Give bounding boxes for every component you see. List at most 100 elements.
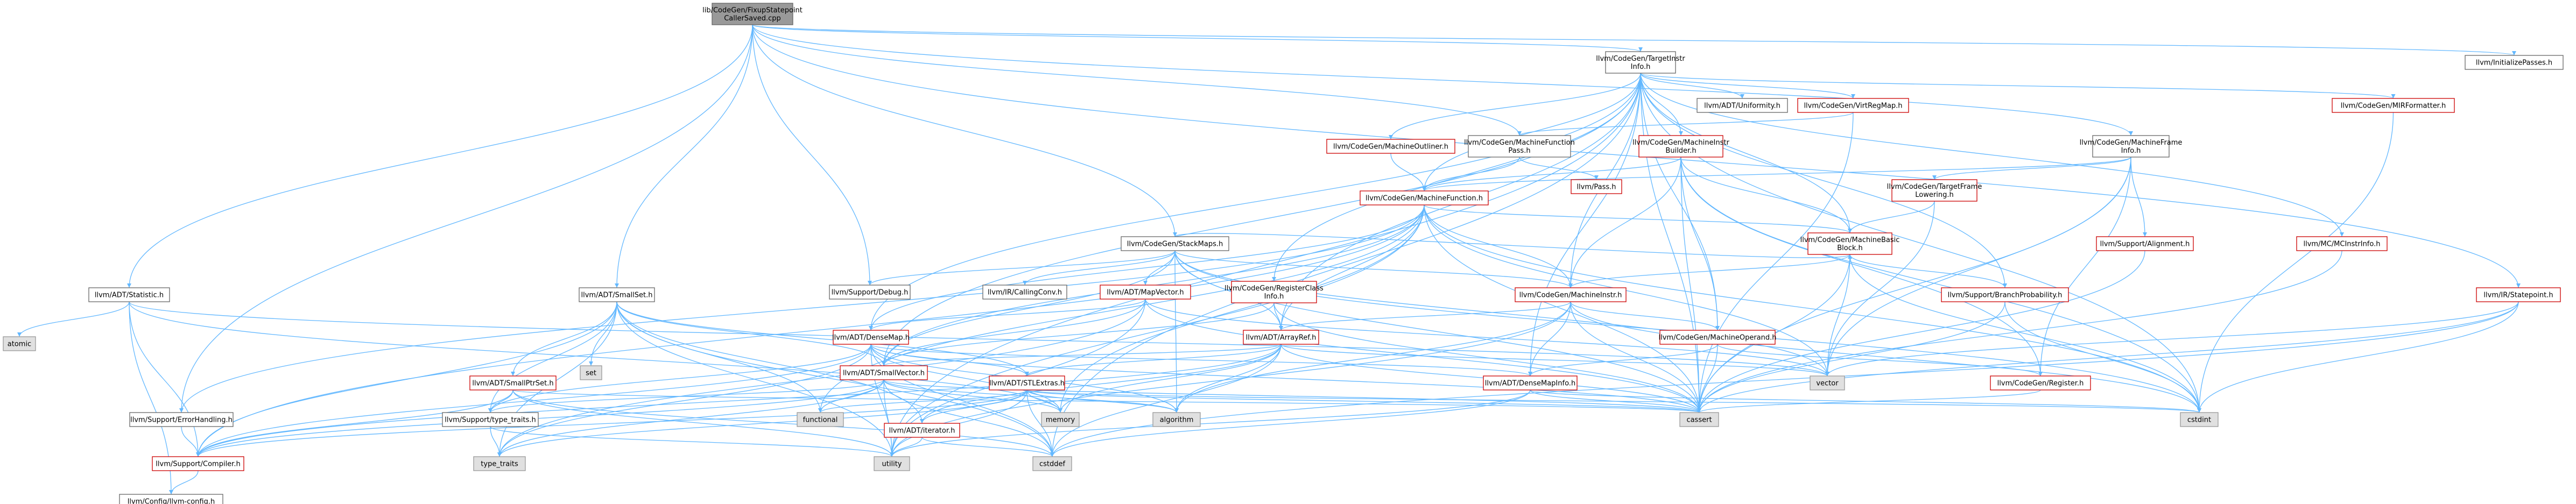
node-initializepasses[interactable]: llvm/InitializePasses.h — [2465, 55, 2564, 70]
node-passh[interactable]: llvm/Pass.h — [1571, 179, 1622, 194]
node-label: llvm/CodeGen/MachineOperand.h — [1658, 334, 1776, 342]
dependency-edge — [1424, 204, 1571, 288]
node-label: llvm/CodeGen/MachineBasic — [1800, 236, 1900, 244]
node-statepoint[interactable]: llvm/IR/Statepoint.h — [2476, 287, 2561, 302]
node-label: functional — [803, 416, 838, 424]
node-machinefunction[interactable]: llvm/CodeGen/MachineFunction.h — [1360, 190, 1489, 205]
node-box — [1990, 375, 2091, 391]
dependency-edge — [490, 379, 884, 413]
edge-arrowhead — [818, 408, 822, 413]
node-llvmconfig[interactable]: llvm/Config/llvm-config.h — [119, 494, 223, 504]
dependency-edge — [891, 73, 1641, 457]
dependency-edge — [1827, 201, 1935, 377]
node-label: llvm/CodeGen/VirtRegMap.h — [1804, 102, 1902, 110]
dependency-edge — [883, 379, 1177, 413]
node-branchprobability[interactable]: llvm/Support/BranchProbability.h — [1941, 287, 2069, 302]
node-utility[interactable]: utility — [874, 456, 910, 471]
node-mapvector[interactable]: llvm/ADT/MapVector.h — [1100, 285, 1191, 300]
edge-arrowhead — [1173, 232, 1177, 237]
dependency-edge — [1174, 250, 1177, 413]
dependency-edge — [752, 24, 1176, 237]
node-root[interactable]: lib/CodeGen/FixupStatepointCallerSaved.c… — [702, 3, 803, 25]
node-debug[interactable]: llvm/Support/Debug.h — [829, 285, 911, 300]
node-smallset[interactable]: llvm/ADT/SmallSet.h — [579, 287, 655, 302]
dependency-edge — [921, 437, 1053, 457]
node-memory[interactable]: memory — [1041, 412, 1080, 427]
node-label: cassert — [1686, 416, 1712, 424]
node-atomic[interactable]: atomic — [3, 336, 36, 351]
dependency-edge — [616, 301, 1027, 377]
dependency-edge — [1640, 73, 1743, 99]
dependency-edge — [1145, 299, 1828, 377]
edge-arrowhead — [2391, 94, 2396, 98]
node-smallvector[interactable]: llvm/ADT/SmallVector.h — [840, 365, 928, 380]
node-set[interactable]: set — [580, 365, 602, 380]
node-machineinstr[interactable]: llvm/CodeGen/MachineInstr.h — [1515, 287, 1627, 302]
node-alignment[interactable]: llvm/Support/Alignment.h — [2096, 236, 2194, 251]
dependency-edge — [2130, 157, 2145, 237]
dependency-edge — [870, 204, 1425, 331]
node-mcinstrinfo[interactable]: llvm/MC/MCInstrInfo.h — [2296, 236, 2388, 251]
node-compiler[interactable]: llvm/Support/Compiler.h — [152, 456, 244, 471]
node-callingconv[interactable]: llvm/IR/CallingConv.h — [982, 285, 1067, 300]
node-mirformatter[interactable]: llvm/CodeGen/MIRFormatter.h — [2332, 98, 2455, 113]
node-box — [442, 412, 539, 427]
node-label: llvm/ADT/DenseMap.h — [832, 334, 910, 342]
node-cstdint[interactable]: cstdint — [2180, 412, 2219, 427]
node-cstddef[interactable]: cstddef — [1032, 456, 1072, 471]
node-label: llvm/CodeGen/TargetInstr — [1596, 55, 1685, 63]
edge-arrowhead — [1932, 175, 1937, 180]
node-smallptrset[interactable]: llvm/ADT/SmallPtrSet.h — [469, 375, 557, 391]
node-vector[interactable]: vector — [1810, 375, 1845, 391]
dependency-edge — [198, 344, 1282, 457]
dependency-edge — [1273, 302, 1700, 413]
node-uniformity[interactable]: llvm/ADT/Uniformity.h — [1697, 98, 1788, 113]
node-arrayref[interactable]: llvm/ADT/ArrayRef.h — [1243, 330, 1319, 345]
node-machineoutliner[interactable]: llvm/CodeGen/MachineOutliner.h — [1326, 139, 1455, 154]
edge-arrowhead — [2197, 408, 2201, 413]
node-iterator[interactable]: llvm/ADT/iterator.h — [884, 423, 960, 438]
node-register[interactable]: llvm/CodeGen/Register.h — [1990, 375, 2091, 391]
edge-arrowhead — [1638, 47, 1643, 52]
edge-arrowhead — [1517, 131, 1522, 136]
node-label: Info.h — [2121, 147, 2141, 155]
dependency-edge — [870, 73, 1641, 331]
node-machineoperand[interactable]: llvm/CodeGen/MachineOperand.h — [1658, 330, 1777, 345]
node-stackmaps[interactable]: llvm/CodeGen/StackMaps.h — [1121, 236, 1229, 251]
node-label: llvm/IR/CallingConv.h — [988, 289, 1062, 297]
node-cassert[interactable]: cassert — [1679, 412, 1719, 427]
node-box — [833, 330, 909, 345]
node-stlextras[interactable]: llvm/ADT/STLExtras.h — [989, 375, 1065, 391]
dependency-edge — [869, 250, 1176, 286]
dependency-edge — [1176, 301, 1571, 413]
node-errorhandling[interactable]: llvm/Support/ErrorHandling.h — [129, 412, 234, 427]
node-box — [1041, 412, 1080, 427]
edge-arrowhead — [615, 283, 619, 288]
node-label: vector — [1816, 380, 1839, 388]
dependency-edge — [129, 301, 1828, 377]
node-box — [1152, 412, 1201, 427]
node-typetraits[interactable]: llvm/Support/type_traits.h — [442, 412, 539, 427]
node-box — [119, 494, 223, 504]
node-algorithm[interactable]: algorithm — [1152, 412, 1201, 427]
node-label: algorithm — [1160, 416, 1194, 424]
node-virtregmap[interactable]: llvm/CodeGen/VirtRegMap.h — [1797, 98, 1909, 113]
node-label: llvm/InitializePasses.h — [2476, 59, 2552, 67]
node-label: llvm/MC/MCInstrInfo.h — [2304, 240, 2381, 249]
node-functional[interactable]: functional — [797, 412, 844, 427]
node-densemap[interactable]: llvm/ADT/DenseMap.h — [832, 330, 910, 345]
edge-arrowhead — [2512, 51, 2516, 55]
dependency-edge — [2199, 301, 2519, 413]
node-densemapinfo[interactable]: llvm/ADT/DenseMapInfo.h — [1483, 375, 1578, 391]
node-label: llvm/ADT/SmallSet.h — [581, 292, 652, 300]
dependency-edge — [1699, 301, 2519, 413]
node-type-traits[interactable]: type_traits — [473, 456, 526, 471]
node-statistic[interactable]: llvm/ADT/Statistic.h — [88, 287, 170, 302]
